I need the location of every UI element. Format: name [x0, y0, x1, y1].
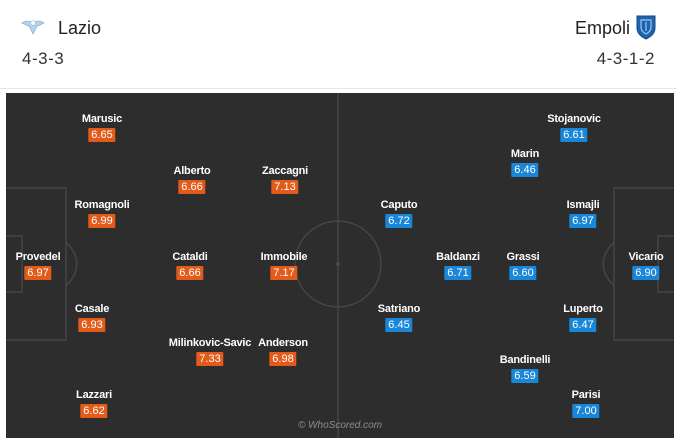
player-name: Cataldi — [172, 251, 208, 263]
player-rating: 6.45 — [385, 318, 413, 332]
watermark: © WhoScored.com — [297, 420, 383, 431]
player-rating: 7.13 — [271, 180, 299, 194]
player-rating: 7.33 — [196, 352, 224, 366]
player-name: Lazzari — [76, 389, 112, 401]
player-name: Caputo — [380, 199, 418, 211]
player-rating: 6.90 — [632, 266, 660, 280]
match-header: Lazio 4-3-3 Empoli 4-3-1-2 — [0, 0, 677, 89]
player-rating: 6.99 — [88, 214, 116, 228]
away-formation: 4-3-1-2 — [596, 49, 655, 68]
player-name: Parisi — [571, 389, 601, 401]
away-team-name: Empoli — [574, 18, 630, 38]
player-name: Marin — [510, 148, 540, 160]
player-name: Bandinelli — [499, 354, 551, 366]
player-name: Casale — [74, 303, 110, 315]
player-name: Grassi — [506, 251, 540, 263]
player-rating: 6.60 — [509, 266, 537, 280]
player-name: Ismajli — [566, 199, 600, 211]
player-rating: 6.98 — [269, 352, 297, 366]
player-rating: 6.65 — [88, 128, 116, 142]
player-name: Baldanzi — [436, 251, 480, 263]
player-rating: 7.00 — [572, 404, 600, 418]
player-name: Romagnoli — [74, 199, 130, 211]
player-name: Alberto — [173, 165, 211, 177]
player-rating: 6.97 — [24, 266, 52, 280]
player-name: Luperto — [563, 303, 603, 315]
pitch: Marusic 6.65 Alberto 6.66 Zaccagni 7.13 … — [6, 93, 674, 438]
player-rating: 6.71 — [444, 266, 472, 280]
player-rating: 6.46 — [511, 163, 539, 177]
empoli-shield-crest-icon — [636, 15, 656, 40]
player-rating: 6.47 — [569, 318, 597, 332]
player-name: Milinkovic-Savic — [168, 337, 252, 349]
player-name: Stojanovic — [547, 113, 601, 125]
home-team-name: Lazio — [58, 18, 102, 38]
lazio-eagle-crest-icon — [21, 20, 45, 35]
player-rating: 6.93 — [78, 318, 106, 332]
player-rating: 6.61 — [560, 128, 588, 142]
player-rating: 6.59 — [511, 369, 539, 383]
home-formation: 4-3-3 — [22, 49, 65, 68]
player-rating: 6.66 — [178, 180, 206, 194]
player-rating: 7.17 — [270, 266, 298, 280]
player-rating: 6.66 — [176, 266, 204, 280]
player-name: Marusic — [81, 113, 123, 125]
pitch-lines — [6, 93, 674, 438]
player-rating: 6.72 — [385, 214, 413, 228]
player-rating: 6.62 — [80, 404, 108, 418]
player-name: Zaccagni — [261, 165, 309, 177]
player-name: Vicario — [628, 251, 664, 263]
player-rating: 6.97 — [569, 214, 597, 228]
player-name: Satriano — [377, 303, 421, 315]
player-name: Anderson — [258, 337, 308, 349]
player-name: Provedel — [15, 251, 61, 263]
player-name: Immobile — [260, 251, 308, 263]
